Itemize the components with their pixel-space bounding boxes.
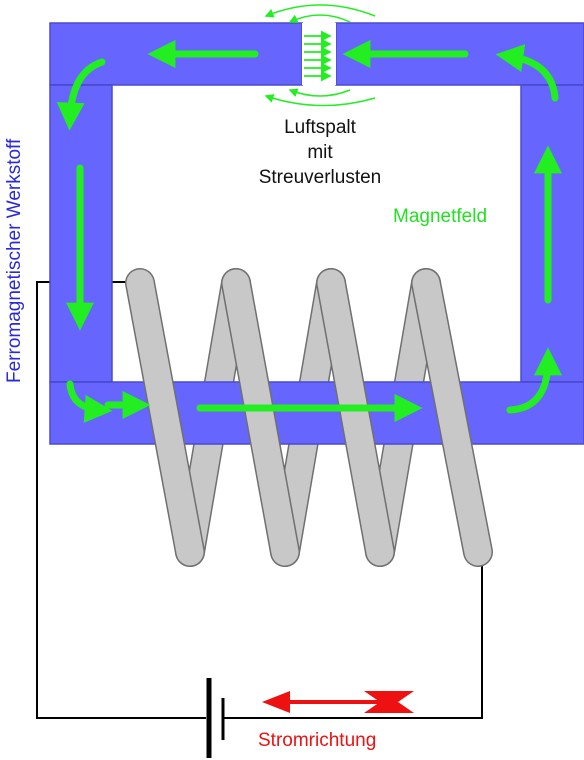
gap-label-line3: Streuverlusten (259, 167, 382, 188)
gap-label-line2: mit (307, 142, 333, 163)
field-arrow-corner-bottom-right (506, 347, 562, 414)
gap-field-lines (304, 30, 332, 82)
battery-symbol-icon (206, 678, 225, 758)
field-arrow-corner-bottom-left (66, 380, 113, 423)
wire-right (223, 555, 483, 719)
stray-field-lines (264, 4, 376, 107)
field-arrow-corner-top-right (495, 44, 559, 102)
gap-label-line1: Luftspalt (284, 117, 357, 138)
current-direction-arrow-icon (262, 691, 414, 713)
field-arrows (56, 40, 562, 423)
field-arrow-corner-top-left (56, 58, 106, 131)
current-direction-label: Stromrichtung (258, 730, 376, 751)
material-label: Ferromagnetischer Werkstoff (4, 138, 25, 383)
magnetic-field-label: Magnetfeld (393, 206, 487, 227)
